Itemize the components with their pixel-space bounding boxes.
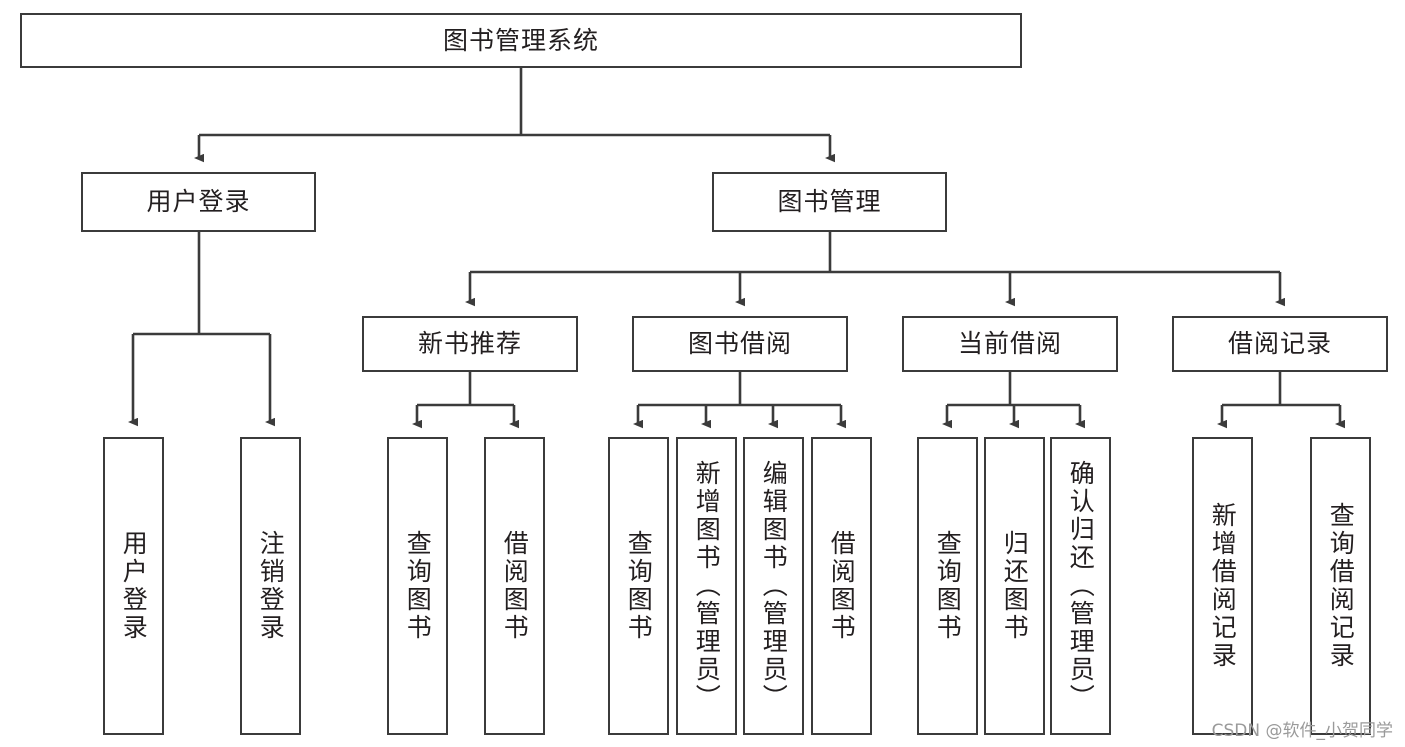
node-new-book-recommend[interactable]: 新书推荐 xyxy=(362,316,578,372)
node-book-borrow-label: 图书借阅 xyxy=(687,329,792,359)
node-book-management[interactable]: 图书管理 xyxy=(712,172,947,232)
node-leaf-logout-label: 注销登录 xyxy=(256,530,286,642)
node-leaf-query-book-3[interactable]: 查询图书 xyxy=(917,437,978,735)
node-leaf-query-record[interactable]: 查询借阅记录 xyxy=(1310,437,1371,735)
node-user-login[interactable]: 用户登录 xyxy=(81,172,316,232)
csdn-watermark: CSDN @软件_小贺同学 xyxy=(1211,721,1393,741)
node-leaf-query-book-3-label: 查询图书 xyxy=(933,530,963,642)
node-book-management-label: 图书管理 xyxy=(777,187,882,217)
node-user-login-label: 用户登录 xyxy=(146,187,251,217)
node-leaf-add-record[interactable]: 新增借阅记录 xyxy=(1192,437,1253,735)
node-leaf-query-book-2[interactable]: 查询图书 xyxy=(608,437,669,735)
node-leaf-borrow-book-1-label: 借阅图书 xyxy=(500,530,530,642)
node-leaf-add-book[interactable]: 新增图书（管理员） xyxy=(676,437,737,735)
node-leaf-borrow-book-1[interactable]: 借阅图书 xyxy=(484,437,545,735)
node-borrow-record[interactable]: 借阅记录 xyxy=(1172,316,1388,372)
node-leaf-query-book-1[interactable]: 查询图书 xyxy=(387,437,448,735)
node-leaf-borrow-book-2-label: 借阅图书 xyxy=(827,530,857,642)
node-leaf-logout[interactable]: 注销登录 xyxy=(240,437,301,735)
node-leaf-confirm-return-label: 确认归还（管理员） xyxy=(1066,460,1096,712)
node-leaf-return-book[interactable]: 归还图书 xyxy=(984,437,1045,735)
node-leaf-user-login-label: 用户登录 xyxy=(119,530,149,642)
node-new-book-recommend-label: 新书推荐 xyxy=(417,329,522,359)
node-current-borrow[interactable]: 当前借阅 xyxy=(902,316,1118,372)
node-leaf-edit-book[interactable]: 编辑图书（管理员） xyxy=(743,437,804,735)
node-leaf-edit-book-label: 编辑图书（管理员） xyxy=(759,460,789,712)
node-leaf-borrow-book-2[interactable]: 借阅图书 xyxy=(811,437,872,735)
node-leaf-user-login[interactable]: 用户登录 xyxy=(103,437,164,735)
node-leaf-return-book-label: 归还图书 xyxy=(1000,530,1030,642)
node-leaf-add-record-label: 新增借阅记录 xyxy=(1208,502,1238,670)
node-leaf-confirm-return[interactable]: 确认归还（管理员） xyxy=(1050,437,1111,735)
node-book-borrow[interactable]: 图书借阅 xyxy=(632,316,848,372)
node-root[interactable]: 图书管理系统 xyxy=(20,13,1022,68)
node-leaf-query-record-label: 查询借阅记录 xyxy=(1326,502,1356,670)
node-root-label: 图书管理系统 xyxy=(442,25,599,55)
node-leaf-query-book-1-label: 查询图书 xyxy=(403,530,433,642)
node-current-borrow-label: 当前借阅 xyxy=(957,329,1062,359)
node-borrow-record-label: 借阅记录 xyxy=(1227,329,1332,359)
node-leaf-add-book-label: 新增图书（管理员） xyxy=(692,460,722,712)
node-leaf-query-book-2-label: 查询图书 xyxy=(624,530,654,642)
